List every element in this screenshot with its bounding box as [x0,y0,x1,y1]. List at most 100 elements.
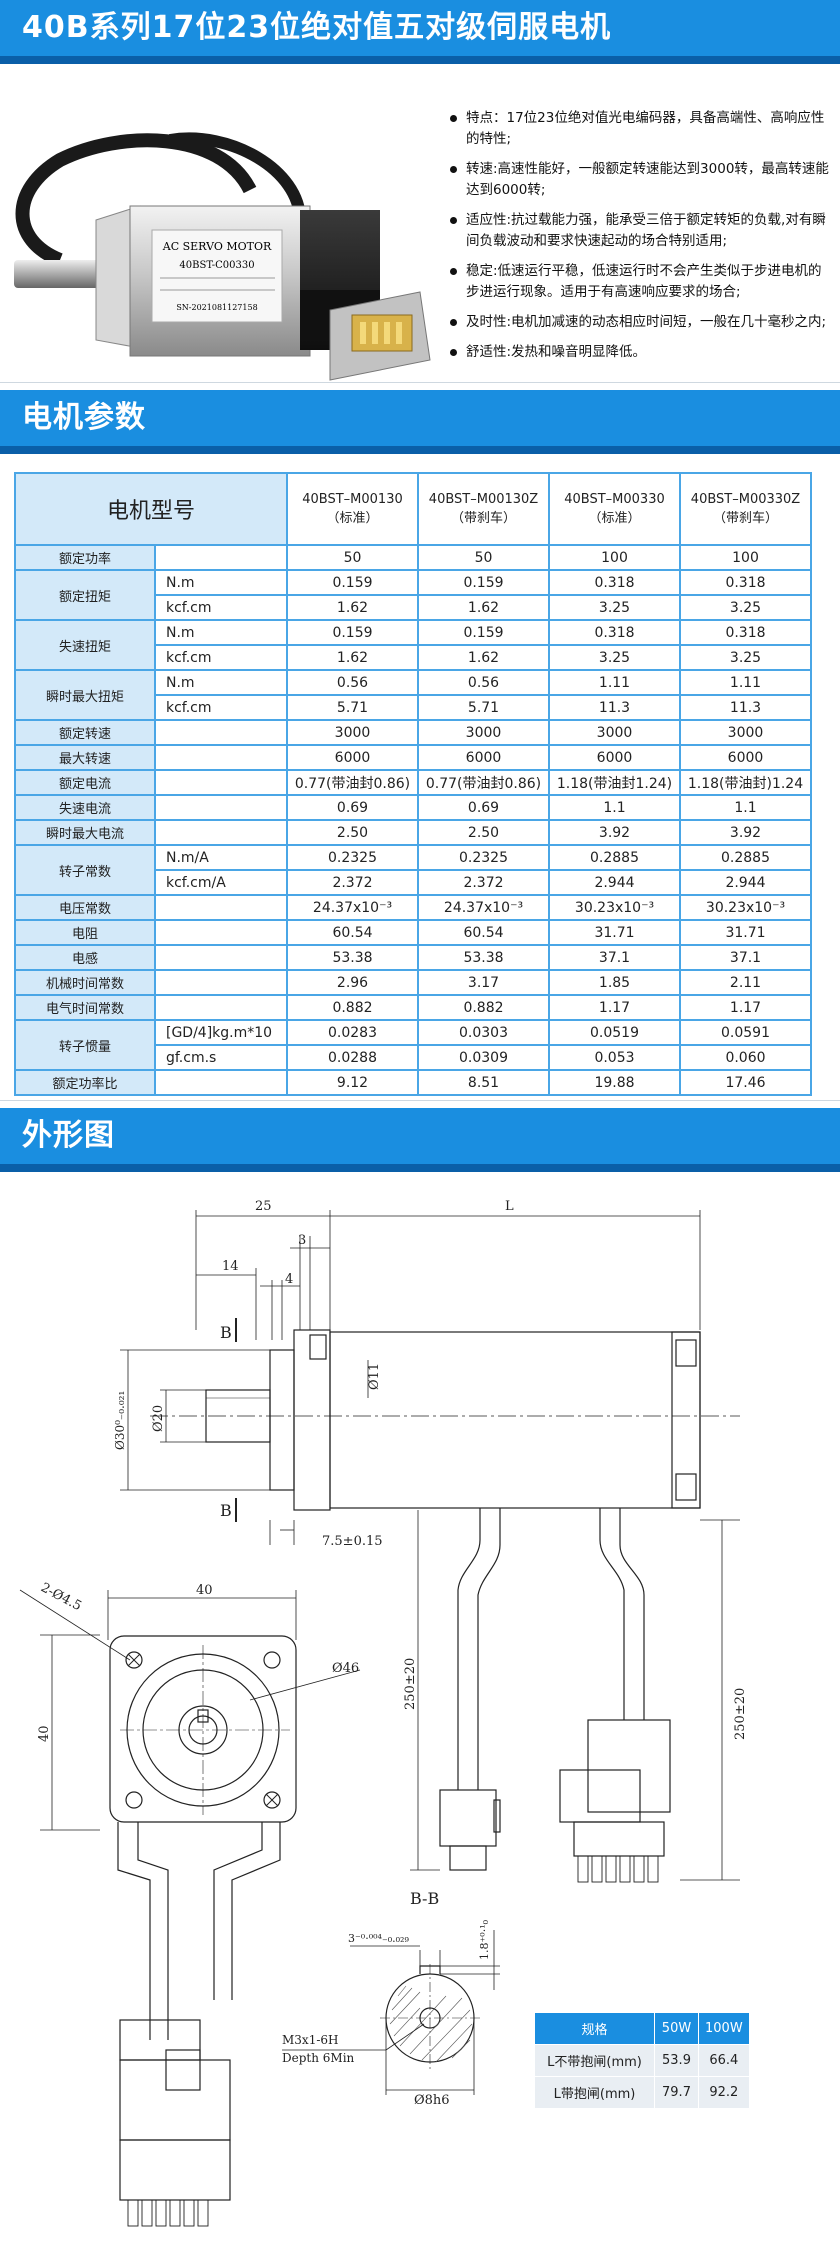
param-value: 1.18(带油封1.24) [548,769,681,796]
param-value: 0.77(带油封0.86) [417,769,550,796]
param-value: 6000 [679,744,812,771]
dim-14: 14 [222,1259,239,1274]
param-label: 电感 [14,944,156,971]
param-value: 0.2325 [286,844,419,871]
param-value: 5.71 [417,694,550,721]
param-unit: gf.cm.s [154,1044,288,1071]
thread-spec-2: Depth 6Min [282,2051,355,2065]
param-value: 2.944 [679,869,812,896]
param-value: 3000 [679,719,812,746]
spec-cell: 53.9 [654,2044,699,2077]
param-value: 0.882 [286,994,419,1021]
param-unit [154,894,288,921]
param-value: 24.37x10⁻³ [286,894,419,921]
spec-row-label: L不带抱闸(mm) [534,2044,655,2077]
param-label: 失速扭矩 [14,619,156,671]
dim-7-5: 7.5±0.15 [322,1534,383,1549]
param-value: 100 [679,544,812,571]
section-title-params: 电机参数 [0,390,840,454]
param-value: 19.88 [548,1069,681,1096]
param-unit: kcf.cm [154,644,288,671]
param-value: 0.318 [548,569,681,596]
param-unit: [GD/4]kg.m*10 [154,1019,288,1046]
param-value: 53.38 [417,944,550,971]
param-value: 0.0288 [286,1044,419,1071]
param-value: 0.053 [548,1044,681,1071]
param-value: 8.51 [417,1069,550,1096]
param-value: 0.318 [679,569,812,596]
param-label: 额定电流 [14,769,156,796]
param-unit: kcf.cm [154,694,288,721]
param-value: 6000 [548,744,681,771]
param-value: 2.372 [286,869,419,896]
param-value: 2.50 [417,819,550,846]
param-unit: N.m [154,619,288,646]
param-value: 6000 [286,744,419,771]
model-col: 40BST–M00130（标准） [286,472,419,546]
param-value: 30.23x10⁻³ [548,894,681,921]
parameter-table: 电机型号 40BST–M00130（标准） 40BST–M00130Z（带刹车）… [14,472,812,1096]
section-title-drawing: 外形图 [0,1108,840,1172]
dim-3: 3 [298,1233,306,1248]
feature-item: 特点：17位23位绝对值光电编码器，具备高端性、高响应性的特性; [448,108,830,150]
spec-header-100w: 100W [698,2012,750,2045]
param-value: 0.77(带油封0.86) [286,769,419,796]
param-value: 0.56 [417,669,550,696]
motor-label-line1: AC SERVO MOTOR [162,240,272,253]
section-mark-b-top: B [220,1323,232,1342]
param-value: 50 [417,544,550,571]
feature-list: 特点：17位23位绝对值光电编码器，具备高端性、高响应性的特性; 转速:高速性能… [448,108,830,372]
param-value: 1.11 [548,669,681,696]
param-value: 11.3 [548,694,681,721]
param-unit [154,944,288,971]
param-unit: kcf.cm/A [154,869,288,896]
param-value: 3.17 [417,969,550,996]
feature-item: 及时性:电机加减速的动态相应时间短，一般在几十毫秒之内; [448,312,830,333]
dim-phi30: Ø30⁰₋₀.₀₂₁ [113,1391,127,1450]
param-label: 瞬时最大扭矩 [14,669,156,721]
feature-item: 转速:高速性能好，一般额定转速能达到3000转，最高转速能达到6000转; [448,159,830,201]
dim-25: 25 [255,1199,272,1214]
param-value: 0.060 [679,1044,812,1071]
model-name: 40BST–M00130 [302,492,403,507]
param-unit: N.m [154,569,288,596]
param-value: 3000 [286,719,419,746]
param-value: 3.92 [548,819,681,846]
dim-L: L [505,1199,514,1214]
divider [0,1100,840,1101]
model-sub: （带刹车） [712,511,778,526]
model-sub: （带刹车） [450,511,516,526]
model-sub: （标准） [588,511,641,526]
param-value: 0.0591 [679,1019,812,1046]
param-value: 0.318 [679,619,812,646]
param-unit [154,769,288,796]
param-value: 50 [286,544,419,571]
param-unit [154,1069,288,1096]
param-value: 1.11 [679,669,812,696]
model-name: 40BST–M00330Z [690,492,801,507]
param-label: 额定功率 [14,544,156,571]
param-value: 3.25 [679,594,812,621]
param-label: 转子常数 [14,844,156,896]
param-value: 1.62 [417,594,550,621]
section-mark-b-bottom: B [220,1501,232,1520]
param-value: 37.1 [679,944,812,971]
dim-holes: 2-Ø4.5 [38,1580,84,1614]
param-value: 0.69 [286,794,419,821]
param-value: 53.38 [286,944,419,971]
param-value: 24.37x10⁻³ [417,894,550,921]
dim-cable-2: 250±20 [733,1688,748,1740]
param-label: 额定转速 [14,719,156,746]
param-value: 2.11 [679,969,812,996]
param-value: 5.71 [286,694,419,721]
spec-cell: 79.7 [654,2076,699,2109]
